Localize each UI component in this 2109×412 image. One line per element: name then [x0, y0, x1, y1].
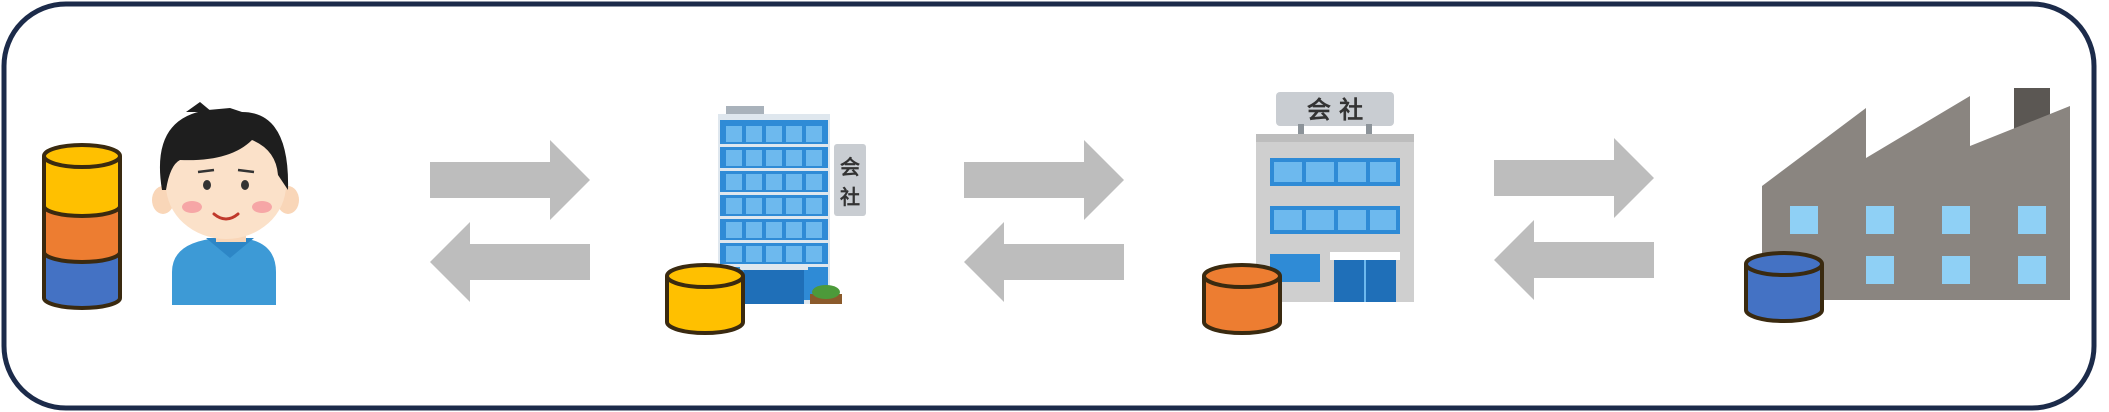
node-head-office: 会 社 [665, 106, 866, 335]
database-icon-blue [1744, 251, 1824, 323]
arrow-left-icon [964, 222, 1124, 302]
arrow-right-icon [1494, 138, 1654, 218]
bidirectional-arrow-1 [430, 140, 590, 302]
bidirectional-arrow-3 [1494, 138, 1654, 300]
node-factory [1744, 88, 2070, 323]
database-icon-yellow [665, 263, 745, 335]
factory-icon [1762, 88, 2070, 300]
arrow-left-icon [430, 222, 590, 302]
arrow-right-icon [964, 140, 1124, 220]
database-icon-orange [1202, 263, 1282, 335]
branch-office-sign: 会 社 [1307, 96, 1363, 124]
head-office-sign-top: 会 [840, 155, 860, 179]
bidirectional-arrow-2 [964, 140, 1124, 302]
tall-office-building-icon: 会 社 [718, 106, 866, 304]
node-person [42, 102, 299, 310]
stacked-database-icon [42, 143, 122, 310]
node-branch-office: 会 社 [1202, 92, 1414, 335]
arrow-left-icon [1494, 220, 1654, 300]
person-icon [152, 102, 299, 305]
arrow-right-icon [430, 140, 590, 220]
small-office-building-icon: 会 社 [1256, 92, 1414, 302]
head-office-sign-bottom: 社 [839, 185, 860, 209]
